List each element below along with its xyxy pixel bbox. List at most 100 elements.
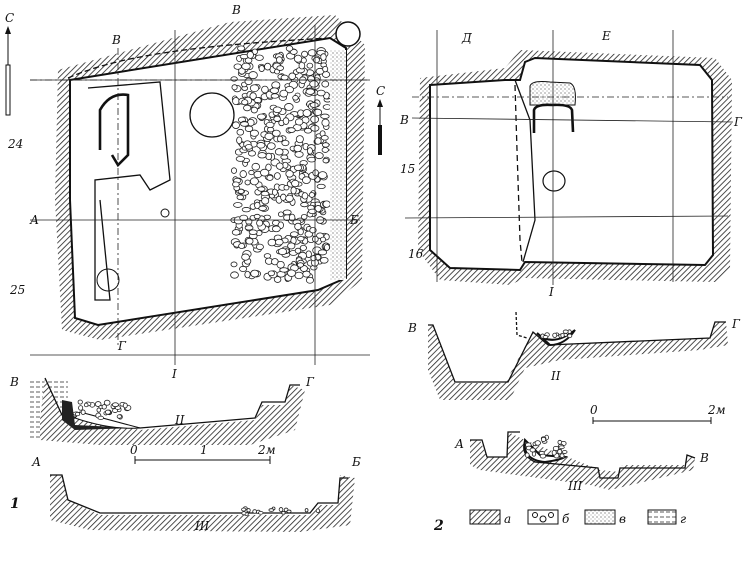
stone bbox=[287, 269, 297, 277]
stone bbox=[97, 415, 104, 421]
stone bbox=[265, 121, 275, 129]
stone bbox=[293, 54, 303, 63]
stone bbox=[232, 97, 240, 106]
legend-a-label: а bbox=[504, 512, 511, 526]
stone bbox=[313, 108, 323, 116]
stone bbox=[273, 115, 281, 122]
stone bbox=[281, 139, 290, 147]
stone bbox=[266, 174, 274, 181]
section-ii-right-label: Г bbox=[305, 375, 315, 389]
stone bbox=[552, 332, 558, 338]
north-label-2: С bbox=[376, 84, 385, 98]
legend-g-label: г bbox=[680, 512, 686, 526]
stone bbox=[295, 135, 304, 144]
stone bbox=[254, 201, 261, 210]
stone bbox=[264, 62, 272, 71]
scale-mid: 1 bbox=[200, 443, 208, 457]
stone bbox=[557, 439, 563, 445]
stone bbox=[294, 271, 304, 280]
stone bbox=[116, 414, 122, 419]
label-v-2: В bbox=[399, 113, 409, 127]
stone bbox=[244, 179, 251, 186]
stone bbox=[552, 445, 560, 451]
stone bbox=[271, 225, 281, 233]
stone bbox=[286, 509, 292, 514]
stone bbox=[276, 260, 285, 269]
stone bbox=[248, 71, 258, 80]
stone bbox=[77, 399, 83, 405]
stone bbox=[540, 437, 547, 442]
stone bbox=[317, 249, 328, 256]
stone bbox=[297, 236, 305, 242]
stone bbox=[558, 445, 565, 450]
stone bbox=[321, 147, 329, 153]
stone bbox=[279, 89, 289, 98]
stone bbox=[281, 511, 286, 515]
stone bbox=[241, 207, 251, 213]
stone bbox=[284, 103, 294, 111]
stone bbox=[258, 65, 265, 72]
stone bbox=[300, 57, 307, 64]
stone bbox=[524, 452, 530, 458]
north-arrow: С bbox=[5, 11, 14, 116]
pit-hole bbox=[189, 92, 235, 138]
stone bbox=[294, 151, 304, 158]
stone bbox=[239, 214, 249, 222]
plan-2: Д Е В Г 15 16 I bbox=[399, 29, 743, 299]
stone bbox=[269, 87, 280, 94]
stone bbox=[241, 511, 247, 516]
legend-item-a: а bbox=[469, 509, 511, 526]
stone bbox=[312, 169, 319, 177]
stone bbox=[557, 449, 563, 455]
stone bbox=[293, 144, 302, 153]
stone bbox=[272, 106, 282, 114]
stone bbox=[277, 247, 288, 256]
stone-area bbox=[230, 45, 332, 284]
stone bbox=[323, 244, 330, 251]
stone bbox=[302, 270, 311, 278]
stone bbox=[316, 183, 326, 190]
stone bbox=[309, 102, 319, 108]
stone bbox=[236, 136, 243, 145]
stone bbox=[260, 190, 270, 197]
stone bbox=[274, 148, 284, 156]
stone bbox=[567, 333, 573, 339]
stone bbox=[74, 412, 81, 417]
stone bbox=[307, 147, 313, 155]
stone bbox=[235, 155, 246, 162]
north-label: С bbox=[5, 11, 14, 25]
stone bbox=[231, 167, 238, 174]
stone bbox=[304, 508, 309, 513]
label-v: В bbox=[111, 33, 121, 47]
legend-item-g: г bbox=[647, 509, 686, 526]
stone bbox=[320, 135, 329, 141]
stone bbox=[273, 172, 281, 180]
stone bbox=[271, 188, 278, 196]
label-d: Д bbox=[461, 31, 472, 45]
stone bbox=[305, 276, 314, 284]
stone bbox=[285, 194, 294, 203]
stone bbox=[280, 154, 289, 160]
small-hole bbox=[160, 208, 170, 218]
stone bbox=[246, 51, 254, 59]
stone bbox=[288, 213, 296, 222]
label-15: 15 bbox=[400, 162, 415, 176]
section-iii-left-label: А bbox=[31, 455, 41, 469]
stone bbox=[111, 402, 119, 408]
stone bbox=[301, 192, 309, 200]
stone bbox=[244, 144, 253, 150]
stone bbox=[96, 407, 102, 413]
stone bbox=[300, 213, 308, 220]
stone bbox=[294, 222, 302, 231]
stone bbox=[539, 453, 547, 459]
stone bbox=[239, 265, 248, 273]
stone bbox=[270, 93, 280, 99]
stone bbox=[83, 402, 89, 408]
stone bbox=[534, 440, 541, 446]
stone bbox=[244, 77, 253, 86]
stone bbox=[272, 129, 281, 137]
stone bbox=[250, 269, 260, 278]
stone bbox=[322, 65, 329, 73]
stone bbox=[237, 45, 246, 52]
